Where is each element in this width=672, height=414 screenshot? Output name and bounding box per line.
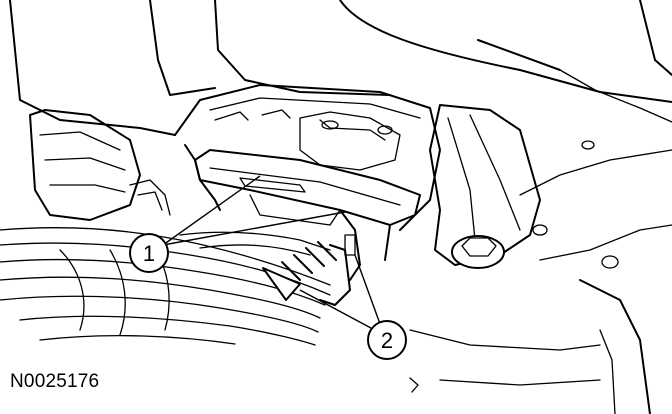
callout-2-number: 2 [381, 328, 393, 353]
callout-2-leader [299, 289, 385, 336]
module-connector [184, 144, 421, 281]
figure-id-label: N0025176 [10, 371, 100, 392]
callout-1-number: 1 [143, 241, 155, 266]
callout-2: 2 [367, 320, 407, 360]
callout-1-leader-2 [162, 211, 346, 246]
callout-1-leader [162, 175, 261, 246]
bolt-head [451, 235, 505, 269]
vehicle-body-panels [9, 0, 672, 414]
electronic-module-housing [174, 84, 441, 231]
direction-arrow [262, 241, 337, 301]
left-connectors [29, 109, 171, 221]
mounting-bracket [429, 104, 619, 269]
callout-1: 1 [129, 233, 169, 273]
connector-latch [344, 234, 356, 256]
